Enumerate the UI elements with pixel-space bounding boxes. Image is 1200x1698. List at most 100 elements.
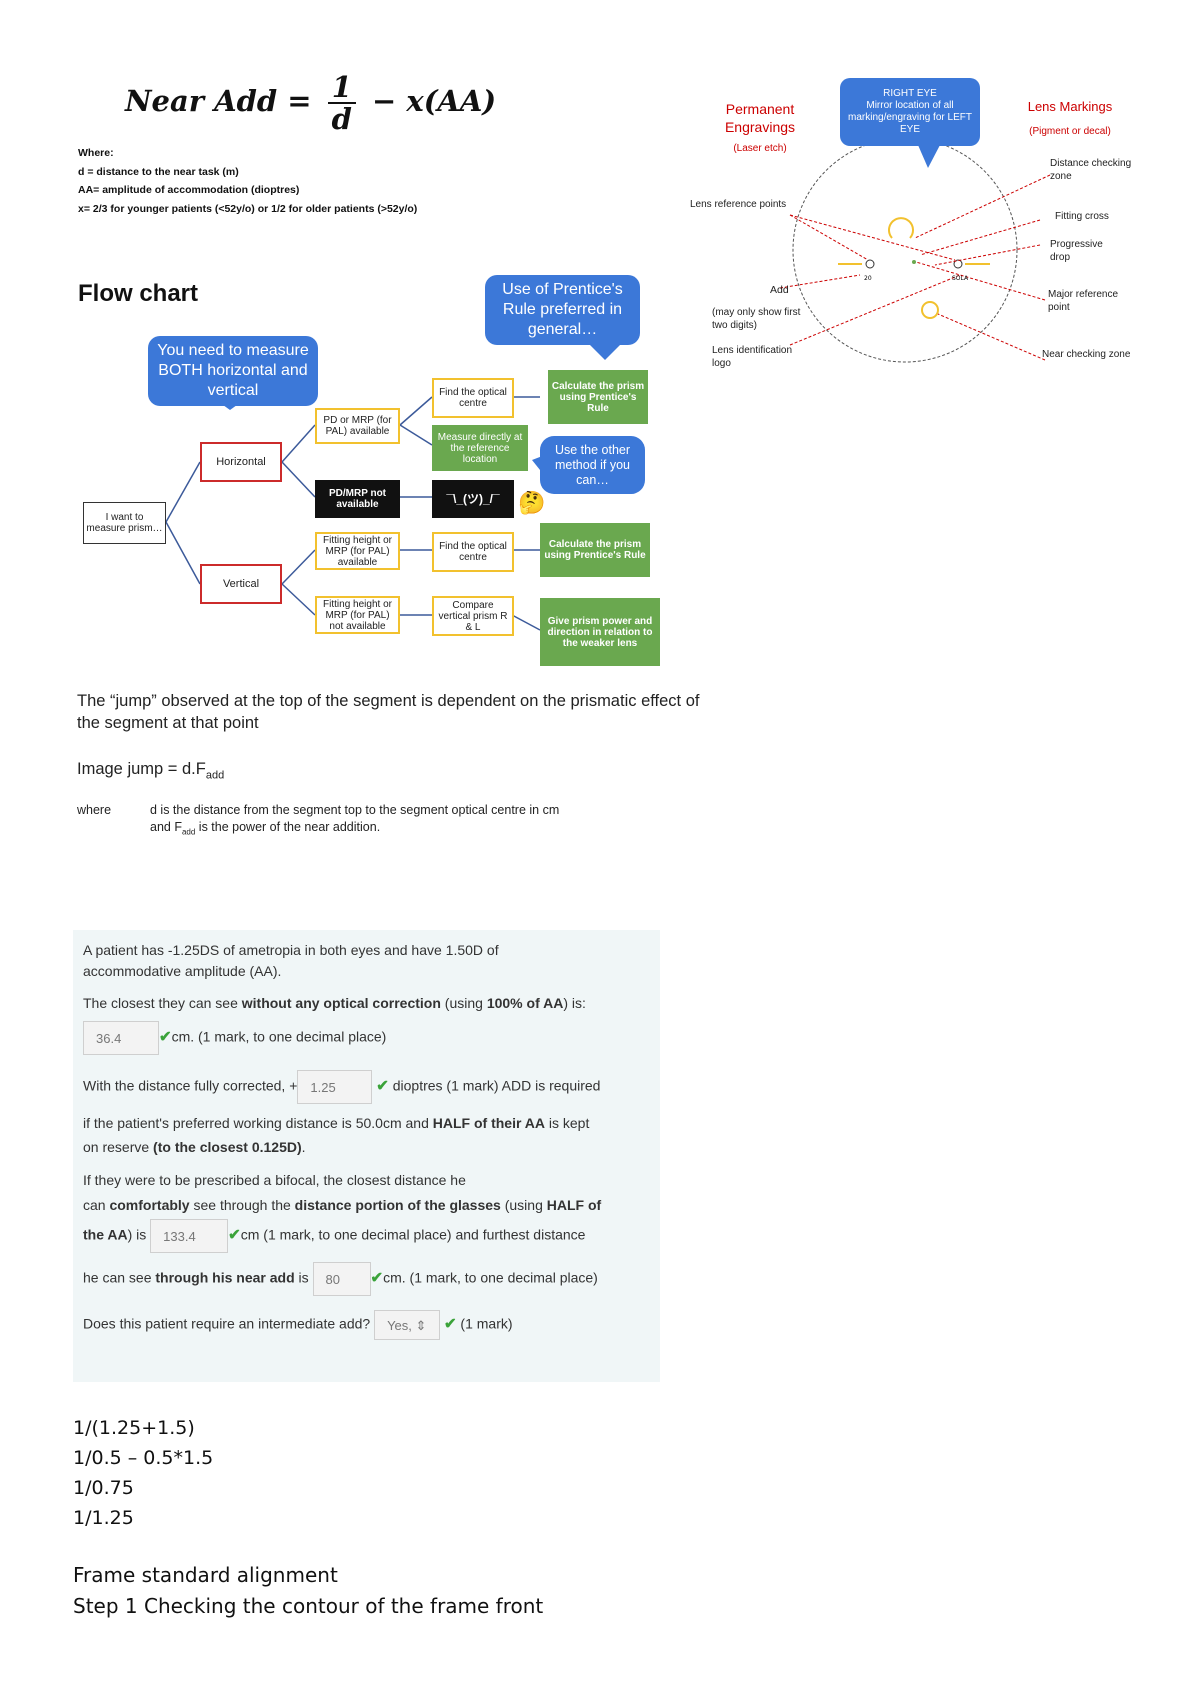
- formula-denominator: d: [331, 102, 352, 136]
- calculation-line: 1/0.75: [73, 1477, 134, 1499]
- answer-1-input[interactable]: 36.4: [83, 1021, 159, 1055]
- calculation-line: 1/1.25: [73, 1507, 134, 1529]
- quiz-q2-line3: on reserve (to the closest 0.125D).: [83, 1137, 306, 1158]
- lens-markings-title: Lens Markings: [1027, 99, 1113, 114]
- q4-bold: through his near add: [155, 1269, 295, 1286]
- quiz-panel: A patient has -1.25DS of ametropia in bo…: [73, 930, 660, 1382]
- reference-point-left: [865, 259, 875, 269]
- label-progressive-drop: Progressive drop: [1050, 239, 1103, 263]
- quiz-a1-row: 36.4✔cm. (1 mark, to one decimal place): [83, 1021, 386, 1055]
- image-jump-sub: add: [205, 769, 225, 782]
- node-v-fit-available: Fitting height or MRP (for PAL) availabl…: [315, 532, 400, 570]
- q2-bold: (to the closest 0.125D): [153, 1139, 302, 1155]
- a5-suffix: (1 mark): [456, 1315, 513, 1332]
- q2-text: With the distance fully corrected, +: [83, 1077, 298, 1094]
- node-h-pd-available: PD or MRP (for PAL) available: [315, 408, 400, 444]
- label-add: Add: [770, 284, 789, 296]
- image-jump-formula: Image jump = d.Fadd: [77, 758, 224, 786]
- q3-text: ) is: [127, 1226, 147, 1243]
- q3-bold: comfortably: [109, 1197, 190, 1213]
- q2-text: on reserve: [83, 1139, 154, 1155]
- q4-text: is: [294, 1269, 309, 1286]
- image-jump-text: Image jump = d.F: [77, 760, 206, 778]
- q2-text: if the patient's preferred working dista…: [83, 1115, 433, 1131]
- prism-reference-dot: [912, 260, 916, 264]
- where-line: AA= amplitude of accommodation (dioptres…: [78, 184, 300, 196]
- node-start: I want to measure prism…: [83, 502, 166, 544]
- q2-bold: HALF of their AA: [432, 1115, 545, 1131]
- lens-markings-sub: (Pigment or decal): [1029, 126, 1111, 137]
- jump-where-line2b: is the power of the near addition.: [195, 820, 381, 834]
- node-v-compare: Compare vertical prism R & L: [432, 596, 514, 636]
- frame-alignment-heading: Frame standard alignment: [73, 1563, 338, 1587]
- jump-paragraph: The “jump” observed at the top of the se…: [77, 692, 700, 732]
- correct-check-icon: ✔: [370, 1269, 384, 1287]
- answer-2-input[interactable]: 1.25: [297, 1070, 373, 1104]
- answer-3-input[interactable]: 133.4: [150, 1219, 229, 1253]
- q5-text: Does this patient require an intermediat…: [83, 1315, 371, 1332]
- q2-text: .: [301, 1139, 306, 1155]
- jump-where-line2a: and F: [150, 820, 182, 834]
- answer-5-value: Yes,: [387, 1318, 412, 1333]
- where-line: Where:: [78, 147, 114, 159]
- small-add-text: 20: [864, 275, 872, 282]
- a1-suffix: cm. (1 mark, to one decimal place): [171, 1028, 387, 1045]
- leader-line: [789, 274, 961, 346]
- node-h-calc-prentice: Calculate the prism using Prentice's Rul…: [548, 370, 648, 424]
- leader-line: [934, 244, 1041, 266]
- q3-text: can: [83, 1197, 110, 1213]
- quiz-q4: he can see through his near add is 80✔cm…: [83, 1262, 598, 1296]
- jump-where-line1: d is the distance from the segment top t…: [150, 803, 560, 817]
- formula-rhs: − x(AA): [372, 84, 497, 118]
- formula-lhs: Near Add: [125, 84, 278, 118]
- node-v-fit-not-available: Fitting height or MRP (for PAL) not avai…: [315, 596, 400, 634]
- calculation-line: 1/(1.25+1.5): [73, 1417, 195, 1439]
- formula-where-block: Where: d = distance to the near task (m)…: [78, 144, 417, 218]
- leader-line: [789, 214, 869, 261]
- near-check-circle: [921, 301, 939, 319]
- node-v-find-centre: Find the optical centre: [432, 532, 514, 572]
- quiz-q5: Does this patient require an intermediat…: [83, 1310, 513, 1340]
- callout-other-method: Use the other method if you can…: [540, 436, 645, 494]
- node-horizontal: Horizontal: [200, 442, 282, 482]
- footer-notes: Frame standard alignment Step 1 Checking…: [73, 1560, 543, 1622]
- label-near-checking: Near checking zone: [1042, 349, 1131, 360]
- label-distance-checking: Distance checking zone: [1050, 158, 1132, 182]
- quiz-q1: The closest they can see without any opt…: [83, 993, 586, 1014]
- answer-4-input[interactable]: 80: [312, 1262, 371, 1296]
- quiz-q2-line2: if the patient's preferred working dista…: [83, 1113, 589, 1134]
- flow-chart-title: Flow chart: [78, 280, 199, 307]
- node-vertical: Vertical: [200, 564, 282, 604]
- q1-text: ) is:: [563, 995, 586, 1011]
- callout-prentice: Use of Prentice's Rule preferred in gene…: [485, 275, 640, 345]
- jump-where-label: where: [77, 803, 112, 817]
- where-line: d = distance to the near task (m): [78, 165, 239, 178]
- q1-bold: without any optical correction: [241, 995, 441, 1011]
- formula-equals: =: [287, 84, 312, 118]
- leader-line: [937, 313, 1046, 361]
- q1-text: (using: [440, 995, 487, 1011]
- label-fitting-cross: Fitting cross: [1055, 211, 1109, 222]
- lens-diagram: 20 SOLA Permanent Engravings (Laser etch…: [690, 70, 1200, 390]
- answer-5-select[interactable]: Yes, ⇕: [374, 1310, 441, 1340]
- label-add-note: (may only show first two digits): [712, 307, 801, 331]
- formula-numerator: 1: [327, 72, 356, 104]
- q3-bold: distance portion of the glasses: [294, 1197, 501, 1213]
- correct-check-icon: ✔: [443, 1315, 457, 1333]
- q3-text: see through the: [189, 1197, 295, 1213]
- frame-alignment-step: Step 1 Checking the contour of the frame…: [73, 1594, 544, 1618]
- a2-suffix: dioptres (1 mark) ADD is required: [388, 1077, 601, 1094]
- q3-text: (using: [500, 1197, 547, 1213]
- a3-suffix: cm (1 mark, to one decimal place) and fu…: [240, 1226, 586, 1243]
- label-lens-reference-points: Lens reference points: [690, 199, 787, 210]
- jump-where-text: d is the distance from the segment top t…: [150, 802, 670, 841]
- label-lens-identification: Lens identification logo: [712, 345, 793, 369]
- quiz-q3-line1: If they were to be prescribed a bifocal,…: [83, 1172, 466, 1188]
- right-eye-callout: RIGHT EYE Mirror location of all marking…: [840, 78, 980, 146]
- q3-bold: HALF of: [546, 1197, 602, 1213]
- permanent-engravings-sub: (Laser etch): [733, 143, 787, 154]
- node-h-pd-not-available: PD/MRP not available: [315, 480, 400, 518]
- formula-fraction: 1 d: [327, 72, 356, 136]
- quiz-intro: A patient has -1.25DS of ametropia in bo…: [83, 942, 499, 979]
- a4-suffix: cm. (1 mark, to one decimal place): [383, 1269, 598, 1286]
